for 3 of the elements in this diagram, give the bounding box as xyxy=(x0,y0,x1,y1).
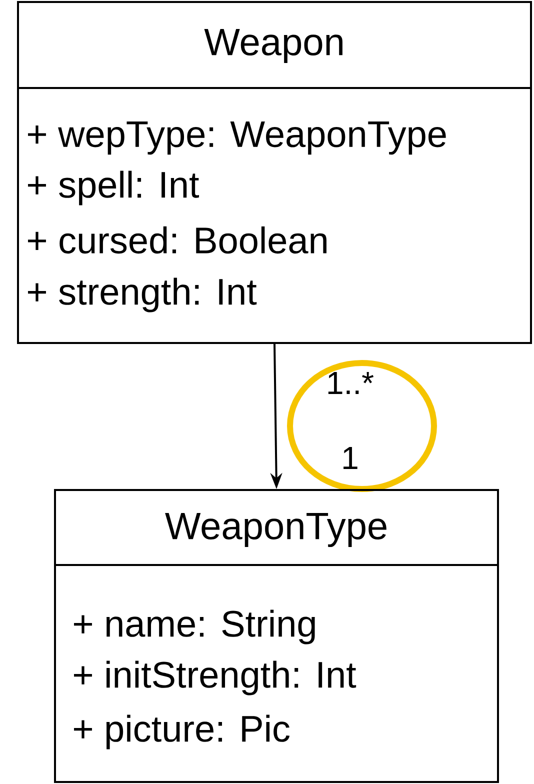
class-box: Weapon + wepType: WeaponType + spell: Int + cursed: Boolean + strength: Int xyxy=(17,1,532,344)
multiplicity-label: 1..* xyxy=(328,372,374,394)
class-box: WeaponType + name: String + initStrength: Int + picture: Pic xyxy=(54,489,499,783)
